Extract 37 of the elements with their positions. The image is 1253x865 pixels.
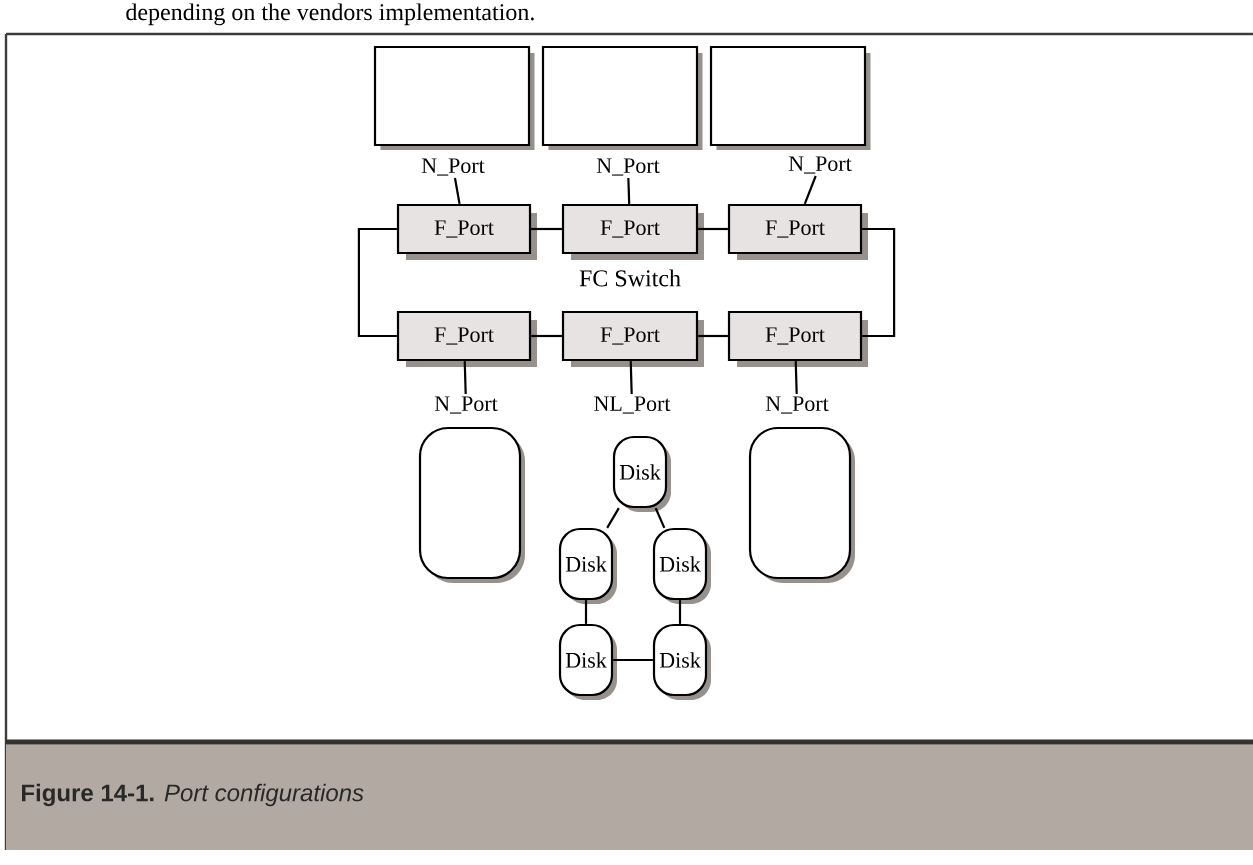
connector-line [794, 361, 798, 394]
device-box [709, 45, 871, 150]
device-box [748, 426, 855, 583]
port-label: N_Port [434, 396, 498, 414]
connector-line [803, 175, 817, 205]
connector-line [613, 658, 653, 662]
figure-caption: Figure 14-1. Port configurations [22, 783, 364, 807]
port-box: F_Port [396, 203, 537, 260]
connector-line [463, 361, 467, 394]
port-box: F_Port [561, 310, 704, 367]
port-box: F_Port [561, 203, 704, 260]
connector-line [453, 177, 461, 205]
connector-line [698, 227, 728, 231]
port-box: F_Port [396, 310, 537, 367]
connector-line [531, 227, 562, 231]
device-box [541, 45, 703, 150]
port-label: N_Port [596, 158, 660, 176]
connector-line [654, 507, 666, 529]
port-box: F_Port [727, 310, 868, 367]
port-label: N_Port [421, 158, 485, 176]
port-label: N_Port [765, 396, 829, 414]
connector-line [357, 227, 397, 338]
port-label: NL_Port [594, 396, 671, 414]
port-label: N_Port [788, 156, 852, 174]
connector-line [606, 507, 620, 529]
connector-line [862, 227, 896, 338]
connector-line [627, 178, 631, 204]
connector-line [584, 600, 588, 624]
connector-line [531, 334, 562, 338]
port-box: F_Port [727, 203, 868, 260]
switch-label: FC Switch [579, 269, 681, 287]
connector-line [678, 600, 682, 624]
device-box [373, 45, 535, 150]
device-box [418, 426, 525, 583]
connector-line [629, 361, 633, 394]
connector-line [698, 334, 728, 338]
body-text: depending on the vendors implementation. [126, 3, 534, 26]
